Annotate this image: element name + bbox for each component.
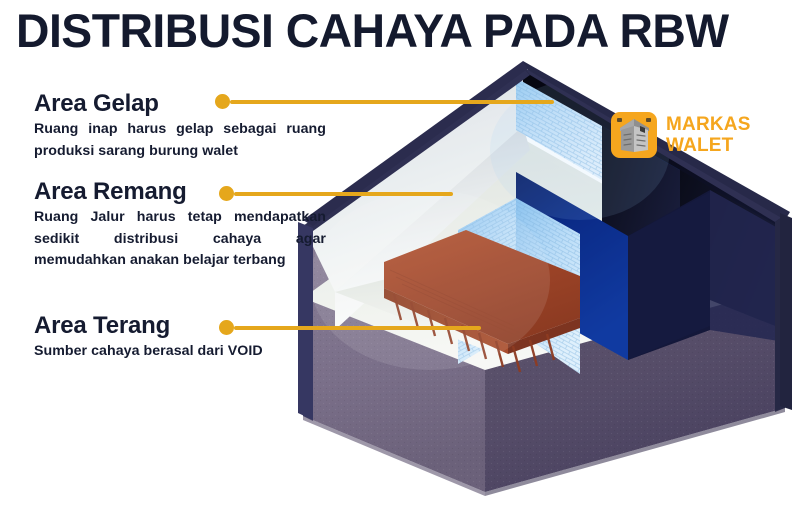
- partition-deep-blue-right: [628, 192, 710, 360]
- callout-area-gelap: Area Gelap Ruang inap harus gelap sebaga…: [34, 90, 326, 162]
- leader-line-area-remang: [234, 192, 453, 196]
- leader-line-area-terang: [234, 326, 481, 330]
- logo-wordmark: MARKAS WALET: [666, 114, 751, 156]
- leader-dot-area-gelap: [215, 94, 230, 109]
- callout-heading-area-terang: Area Terang: [34, 312, 171, 339]
- isometric-building-diagram: [280, 30, 808, 507]
- page-title: DISTRIBUSI CAHAYA PADA RBW: [16, 4, 729, 57]
- interior-wall-left-lower: [335, 126, 530, 330]
- logo-line-1: MARKAS: [666, 114, 751, 135]
- callout-heading-area-remang: Area Remang: [34, 178, 187, 205]
- callout-heading-area-gelap: Area Gelap: [34, 90, 159, 117]
- leader-line-area-gelap: [230, 100, 554, 104]
- building-interior: [303, 67, 785, 374]
- leader-dot-area-terang: [219, 320, 234, 335]
- callout-area-remang: Area Remang Ruang Jalur harus tetap mend…: [34, 178, 326, 272]
- leader-dot-area-remang: [219, 186, 234, 201]
- logo-line-2: WALET: [666, 135, 734, 156]
- interior-wall-left-lit: [303, 67, 523, 292]
- swiftlet-house-icon: [611, 112, 657, 158]
- callout-area-terang: Area Terang Sumber cahaya berasal dari V…: [34, 312, 326, 363]
- callout-body-area-terang: Sumber cahaya berasal dari VOID: [34, 343, 263, 359]
- markas-walet-logo: MARKAS WALET: [611, 110, 751, 160]
- callout-body-area-gelap: Ruang inap harus gelap sebagai ruang pro…: [34, 121, 326, 159]
- building-base-edges: [303, 408, 785, 496]
- void-wooden-platform: [384, 230, 580, 373]
- callout-body-area-remang: Ruang Jalur harus tetap mendapatkan sedi…: [34, 209, 326, 268]
